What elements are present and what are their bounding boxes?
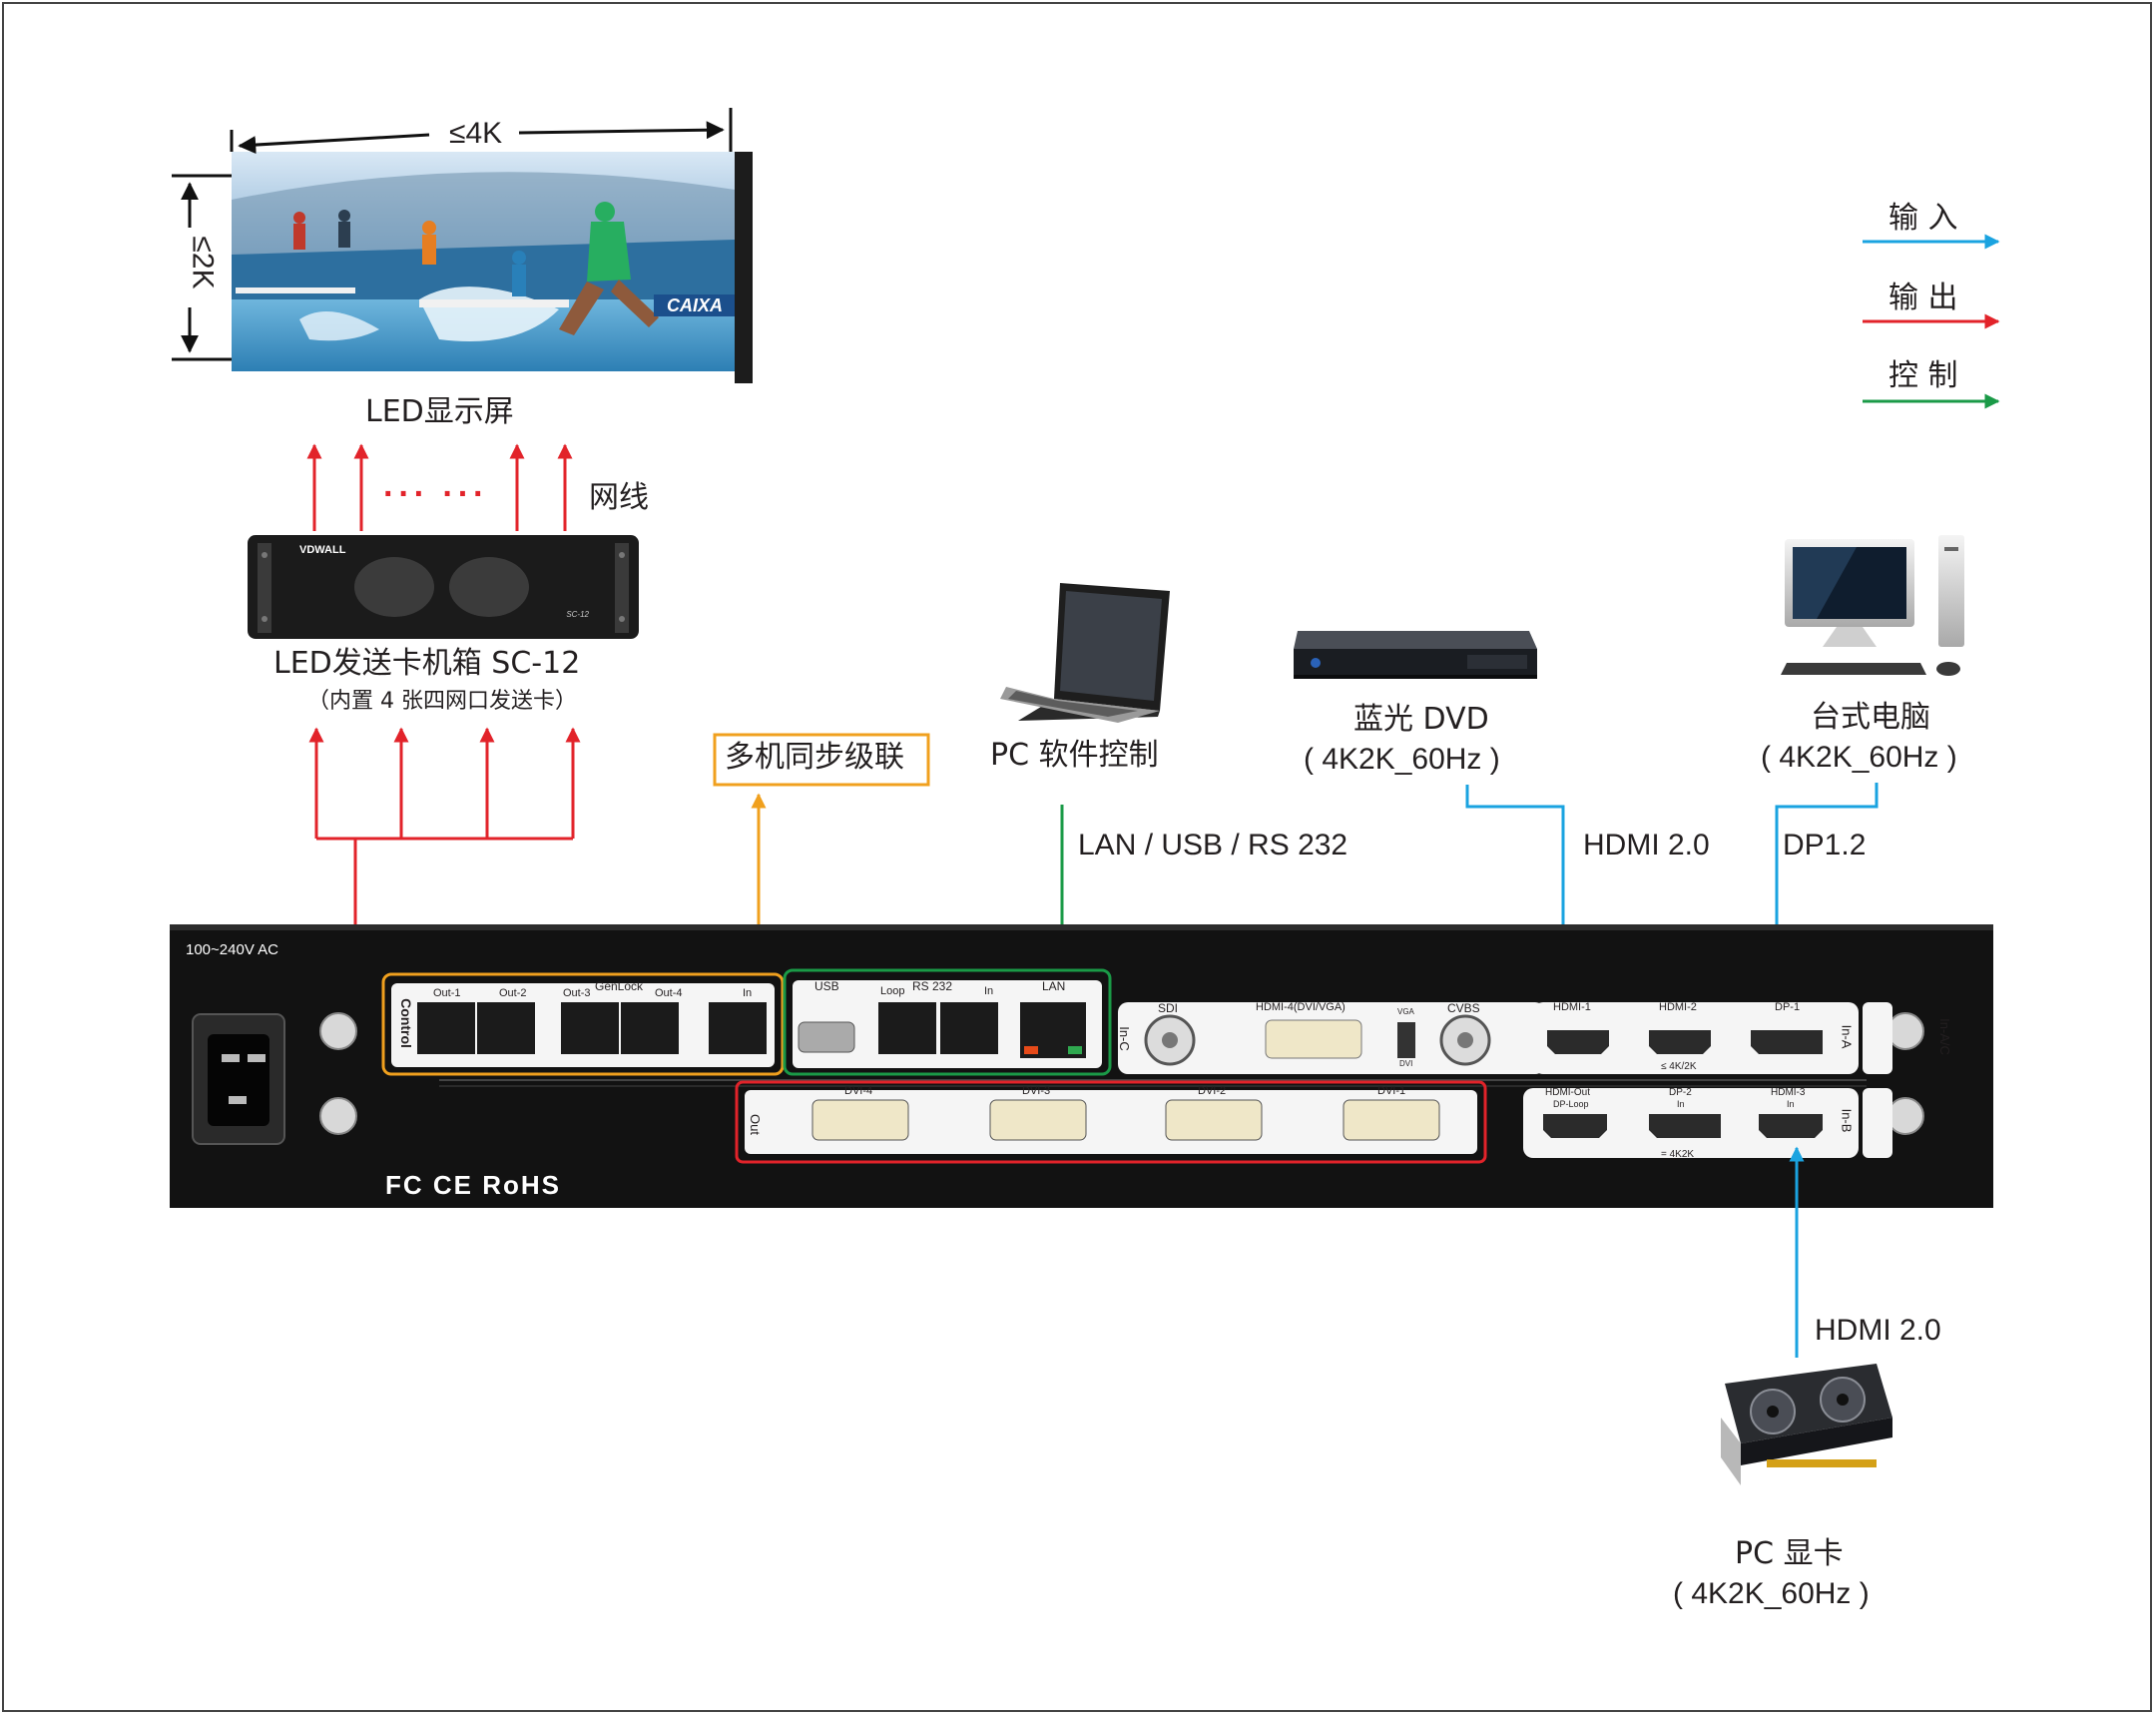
gpu-title: PC 显卡	[1735, 1536, 1844, 1571]
usb-label: USB	[814, 979, 839, 993]
port-in-label: In	[743, 987, 753, 999]
led-height-label: ≤2K	[187, 232, 220, 293]
cvbs-label: CVBS	[1447, 1001, 1480, 1015]
sync-label-box	[713, 733, 930, 787]
dvi4-label: DVI-4	[844, 1085, 873, 1097]
hdmi3-label: HDMI-3	[1771, 1087, 1806, 1098]
control-block	[381, 972, 785, 1076]
bluray-player-icon	[1294, 631, 1537, 679]
dp2-label: DP-2	[1669, 1087, 1692, 1098]
dvi-output-block	[735, 1080, 1487, 1164]
led-screen-title: LED显示屏	[365, 394, 514, 429]
led-screen: CAIXA	[232, 152, 753, 383]
in-c-label: In-C	[1116, 1026, 1132, 1051]
banner-text: CAIXA	[667, 295, 723, 315]
input-b-ports	[1543, 1114, 1823, 1138]
bluray-spec: ( 4K2K_60Hz )	[1304, 743, 1500, 776]
in-b-resolution-label: = 4K2K	[1661, 1149, 1695, 1160]
loop-label: Loop	[880, 985, 905, 997]
in-b-label: In-B	[1839, 1108, 1855, 1133]
height-dimension	[172, 174, 232, 361]
sync-label: 多机同步级联	[725, 740, 904, 775]
dvi-output-ports	[811, 1099, 1440, 1141]
hdmi-out-label: HDMI-Out	[1545, 1087, 1590, 1098]
processor-rear-panel	[170, 924, 1993, 1208]
port-out2-label: Out-2	[499, 987, 527, 999]
rs232-label: RS 232	[912, 979, 953, 993]
port-out1-label: Out-1	[433, 987, 461, 999]
desktop-spec: ( 4K2K_60Hz )	[1761, 741, 1957, 774]
hdmi1-label: HDMI-1	[1553, 1001, 1591, 1013]
laptop-icon	[1000, 583, 1170, 723]
hdmi3-in-label: In	[1787, 1099, 1795, 1109]
sdi-label: SDI	[1158, 1001, 1179, 1015]
desktop-link: DP1.2	[1783, 829, 1867, 861]
panel-screws	[319, 1012, 1924, 1135]
control-io-block	[783, 968, 1112, 1076]
in-ac-label: In-A/C	[1936, 1018, 1952, 1055]
hdmi2-label: HDMI-2	[1659, 1001, 1697, 1013]
in-a-resolution-label: ≤ 4K/2K	[1661, 1061, 1697, 1072]
legend-control-label: 控 制	[1888, 358, 1958, 393]
out-label: Out	[747, 1114, 763, 1135]
hdmi4-label: HDMI-4(DVI/VGA)	[1256, 1001, 1346, 1013]
rs232-ports	[878, 1002, 998, 1054]
certification-marks: FC CE RoHS	[385, 1170, 561, 1200]
legend-input-label: 输 入	[1888, 201, 1958, 236]
dp2-in-label: In	[1677, 1099, 1685, 1109]
desktop-title: 台式电脑	[1811, 700, 1930, 735]
sender-box-title: LED发送卡机箱 SC-12	[273, 646, 581, 681]
sender-model-tag: SC-12	[566, 610, 589, 619]
dp-loop-label: DP-Loop	[1553, 1099, 1589, 1109]
sender-brand: VDWALL	[299, 544, 346, 556]
bluray-link: HDMI 2.0	[1583, 829, 1710, 861]
width-dimension	[230, 108, 733, 155]
input-a-ports	[1547, 1030, 1823, 1054]
led-width-label: ≤4K	[443, 119, 509, 149]
rs232-in-label: In	[984, 985, 994, 997]
cable-label: 网线	[589, 480, 649, 515]
legend-output-label: 输 出	[1888, 281, 1958, 315]
genlock-label: GenLock	[595, 979, 644, 993]
net-cable-arrows	[306, 443, 573, 531]
control-label: Control	[397, 998, 414, 1048]
lan-label: LAN	[1042, 979, 1066, 993]
dvi2-label: DVI-2	[1198, 1085, 1227, 1097]
dvi3-label: DVI-3	[1022, 1085, 1051, 1097]
desktop-input-arrow	[1769, 783, 1879, 1000]
dots-separator: ··· ···	[383, 475, 489, 513]
desktop-pc-icon	[1781, 535, 1964, 676]
port-out4-label: Out-4	[655, 987, 683, 999]
vga-label: VGA	[1397, 1007, 1414, 1016]
gpu-link: HDMI 2.0	[1815, 1314, 1941, 1347]
power-rating-label: 100~240V AC	[186, 941, 278, 958]
graphics-card-icon	[1721, 1364, 1892, 1485]
pc-control-link: LAN / USB / RS 232	[1078, 829, 1348, 861]
in-a-label: In-A	[1839, 1024, 1855, 1049]
legend	[1863, 234, 2000, 409]
power-inlet	[192, 1013, 285, 1145]
bluray-title: 蓝光 DVD	[1353, 702, 1489, 737]
sender-box-subtitle: （内置 4 张四网口发送卡）	[307, 689, 577, 714]
dp1-label: DP-1	[1775, 1001, 1801, 1013]
dvi1-label: DVI-1	[1377, 1085, 1406, 1097]
sender-box: VDWALL SC-12	[248, 535, 639, 639]
bluray-input-arrow	[1465, 785, 1571, 1000]
gpu-spec: ( 4K2K_60Hz )	[1673, 1577, 1870, 1610]
port-out3-label: Out-3	[563, 987, 591, 999]
pc-control-title: PC 软件控制	[990, 738, 1159, 773]
genlock-ports	[417, 1002, 767, 1054]
usb-port	[798, 1021, 855, 1053]
dvi-switch-label: DVI	[1399, 1059, 1413, 1068]
